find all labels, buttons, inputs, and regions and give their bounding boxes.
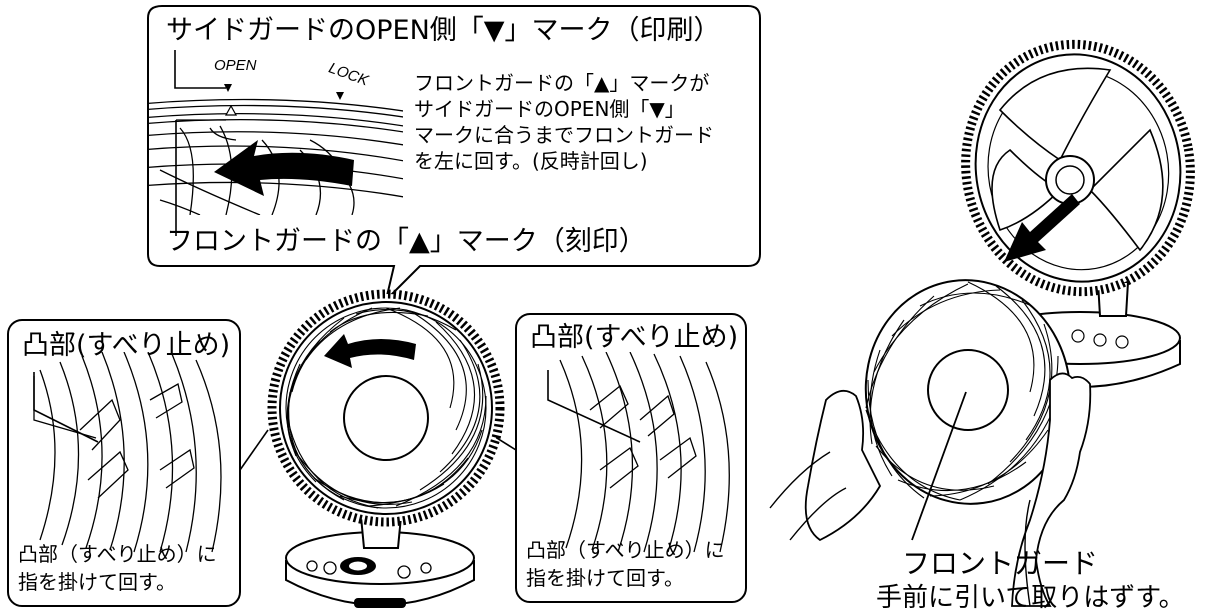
left-bump-title: 凸部(すべり止め): [22, 330, 231, 361]
left-callout: [7, 319, 269, 607]
removal-instruction: 手前に引いて取りはずす。: [876, 583, 1185, 613]
lock-triangle-mark: [336, 92, 344, 100]
rotate-instruction-line: サイドガードのOPEN側「▼」: [414, 97, 685, 121]
right-bump-instruction: 凸部（すべり止め）に 指を掛けて回す。: [526, 536, 725, 592]
left-bump-leader: [33, 372, 99, 443]
open-triangle-mark: [224, 84, 232, 92]
rotate-instruction-line: マークに合うまでフロントガード: [414, 123, 714, 147]
front-guard-triangle-engraved: [224, 104, 238, 116]
right-instruction-line: 凸部（すべり止め）に: [526, 538, 725, 562]
left-instruction-line: 指を掛けて回す。: [18, 570, 176, 594]
removed-guard-hub: [927, 349, 1009, 431]
open-label: OPEN: [214, 57, 257, 74]
fan-center-hub: [343, 375, 429, 461]
fan-rotate-arrow-icon: [324, 334, 416, 368]
right-instruction-line: 指を掛けて回す。: [526, 566, 684, 590]
right-bump-title: 凸部(すべり止め): [530, 322, 739, 353]
open-mark-leader: [174, 50, 226, 89]
top-callout: [147, 5, 761, 304]
pull-arrow-icon: [1004, 194, 1080, 262]
removal-illustration: [769, 39, 1195, 607]
left-bump-instruction: 凸部（すべり止め）に 指を掛けて回す。: [18, 540, 217, 596]
right-bump-leader: [547, 370, 641, 443]
rotate-instruction: フロントガードの「▲」マークが サイドガードのOPEN側「▼」 マークに合うまで…: [414, 70, 714, 174]
rotate-instruction-line: フロントガードの「▲」マークが: [414, 71, 710, 95]
front-guard-label: フロントガード: [902, 547, 1099, 580]
center-fan: [267, 289, 505, 608]
right-callout: [483, 313, 747, 603]
rotate-instruction-line: を左に回す。(反時計回し): [414, 149, 648, 173]
rotate-left-arrow-icon: [214, 140, 354, 196]
right-hand: [1011, 372, 1092, 607]
open-mark-title: サイドガードのOPEN側「▼」マーク（印刷）: [166, 15, 721, 46]
left-instruction-line: 凸部（すべり止め）に: [18, 542, 217, 566]
engraved-mark-label: フロントガードの「▲」マーク（刻印）: [166, 226, 646, 257]
front-guard-leader: [911, 391, 967, 541]
